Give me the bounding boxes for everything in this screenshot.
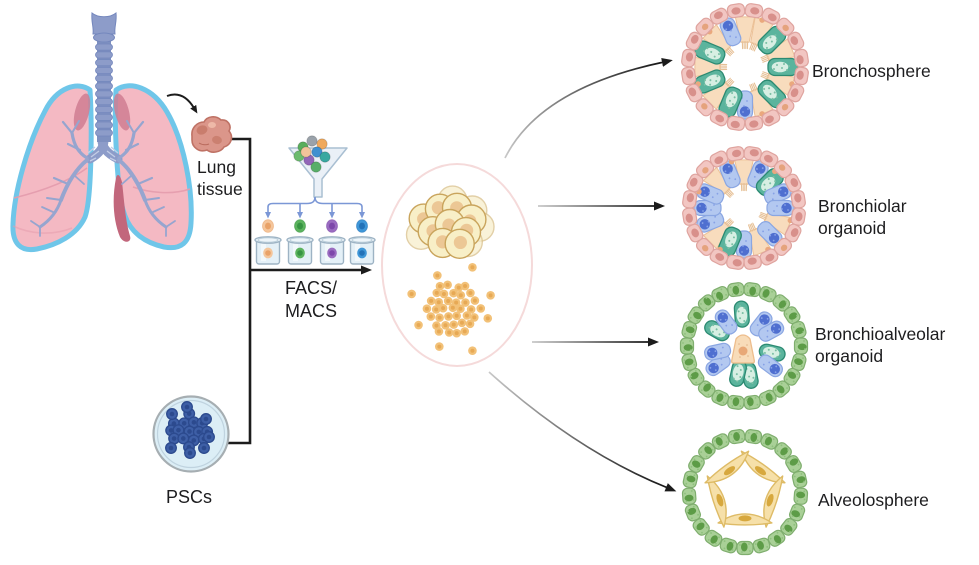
cardiac-notch-shading <box>113 174 131 242</box>
organoid-bronchiolar <box>682 146 806 270</box>
organoid-label-alveolosphere: Alveolosphere <box>818 490 929 510</box>
sorting-tubes <box>254 219 376 265</box>
workflow-connector-line <box>222 137 252 445</box>
left-lung-shape <box>10 83 94 253</box>
organoid-label-bronchioalveolar: Bronchioalveolar organoid <box>815 324 946 367</box>
epithelial-cell-cluster <box>405 185 495 260</box>
trachea <box>91 12 117 142</box>
arrow-to-bronchosphere <box>504 58 673 159</box>
sorting-funnel-icon <box>288 135 348 198</box>
larynx <box>91 12 117 35</box>
lungs-illustration <box>10 12 194 253</box>
organoid-bronchosphere <box>681 3 809 131</box>
organoid-alveolosphere <box>681 429 809 556</box>
extraction-arrow-icon <box>166 93 198 114</box>
organoid-label-bronchiolar: Bronchiolar organoid <box>818 196 907 239</box>
psc-label: PSCs <box>165 487 212 507</box>
sorting-split-arrows <box>265 196 365 219</box>
lung-tissue-blob <box>191 116 233 153</box>
psc-dish-icon <box>152 395 230 473</box>
arrow-to-alveolosphere <box>488 371 677 492</box>
lung-fissures <box>12 167 191 234</box>
bronchi-texture <box>87 146 119 162</box>
bronchial-tree <box>30 120 176 237</box>
organoid-bronchioalveolar <box>679 282 809 410</box>
organoid-label-bronchosphere: Bronchosphere <box>812 61 931 81</box>
lung-tissue-label: Lung tissue <box>197 157 243 200</box>
small-cell-suspension <box>407 263 495 355</box>
facs-macs-label: FACS/ MACS <box>284 278 337 321</box>
